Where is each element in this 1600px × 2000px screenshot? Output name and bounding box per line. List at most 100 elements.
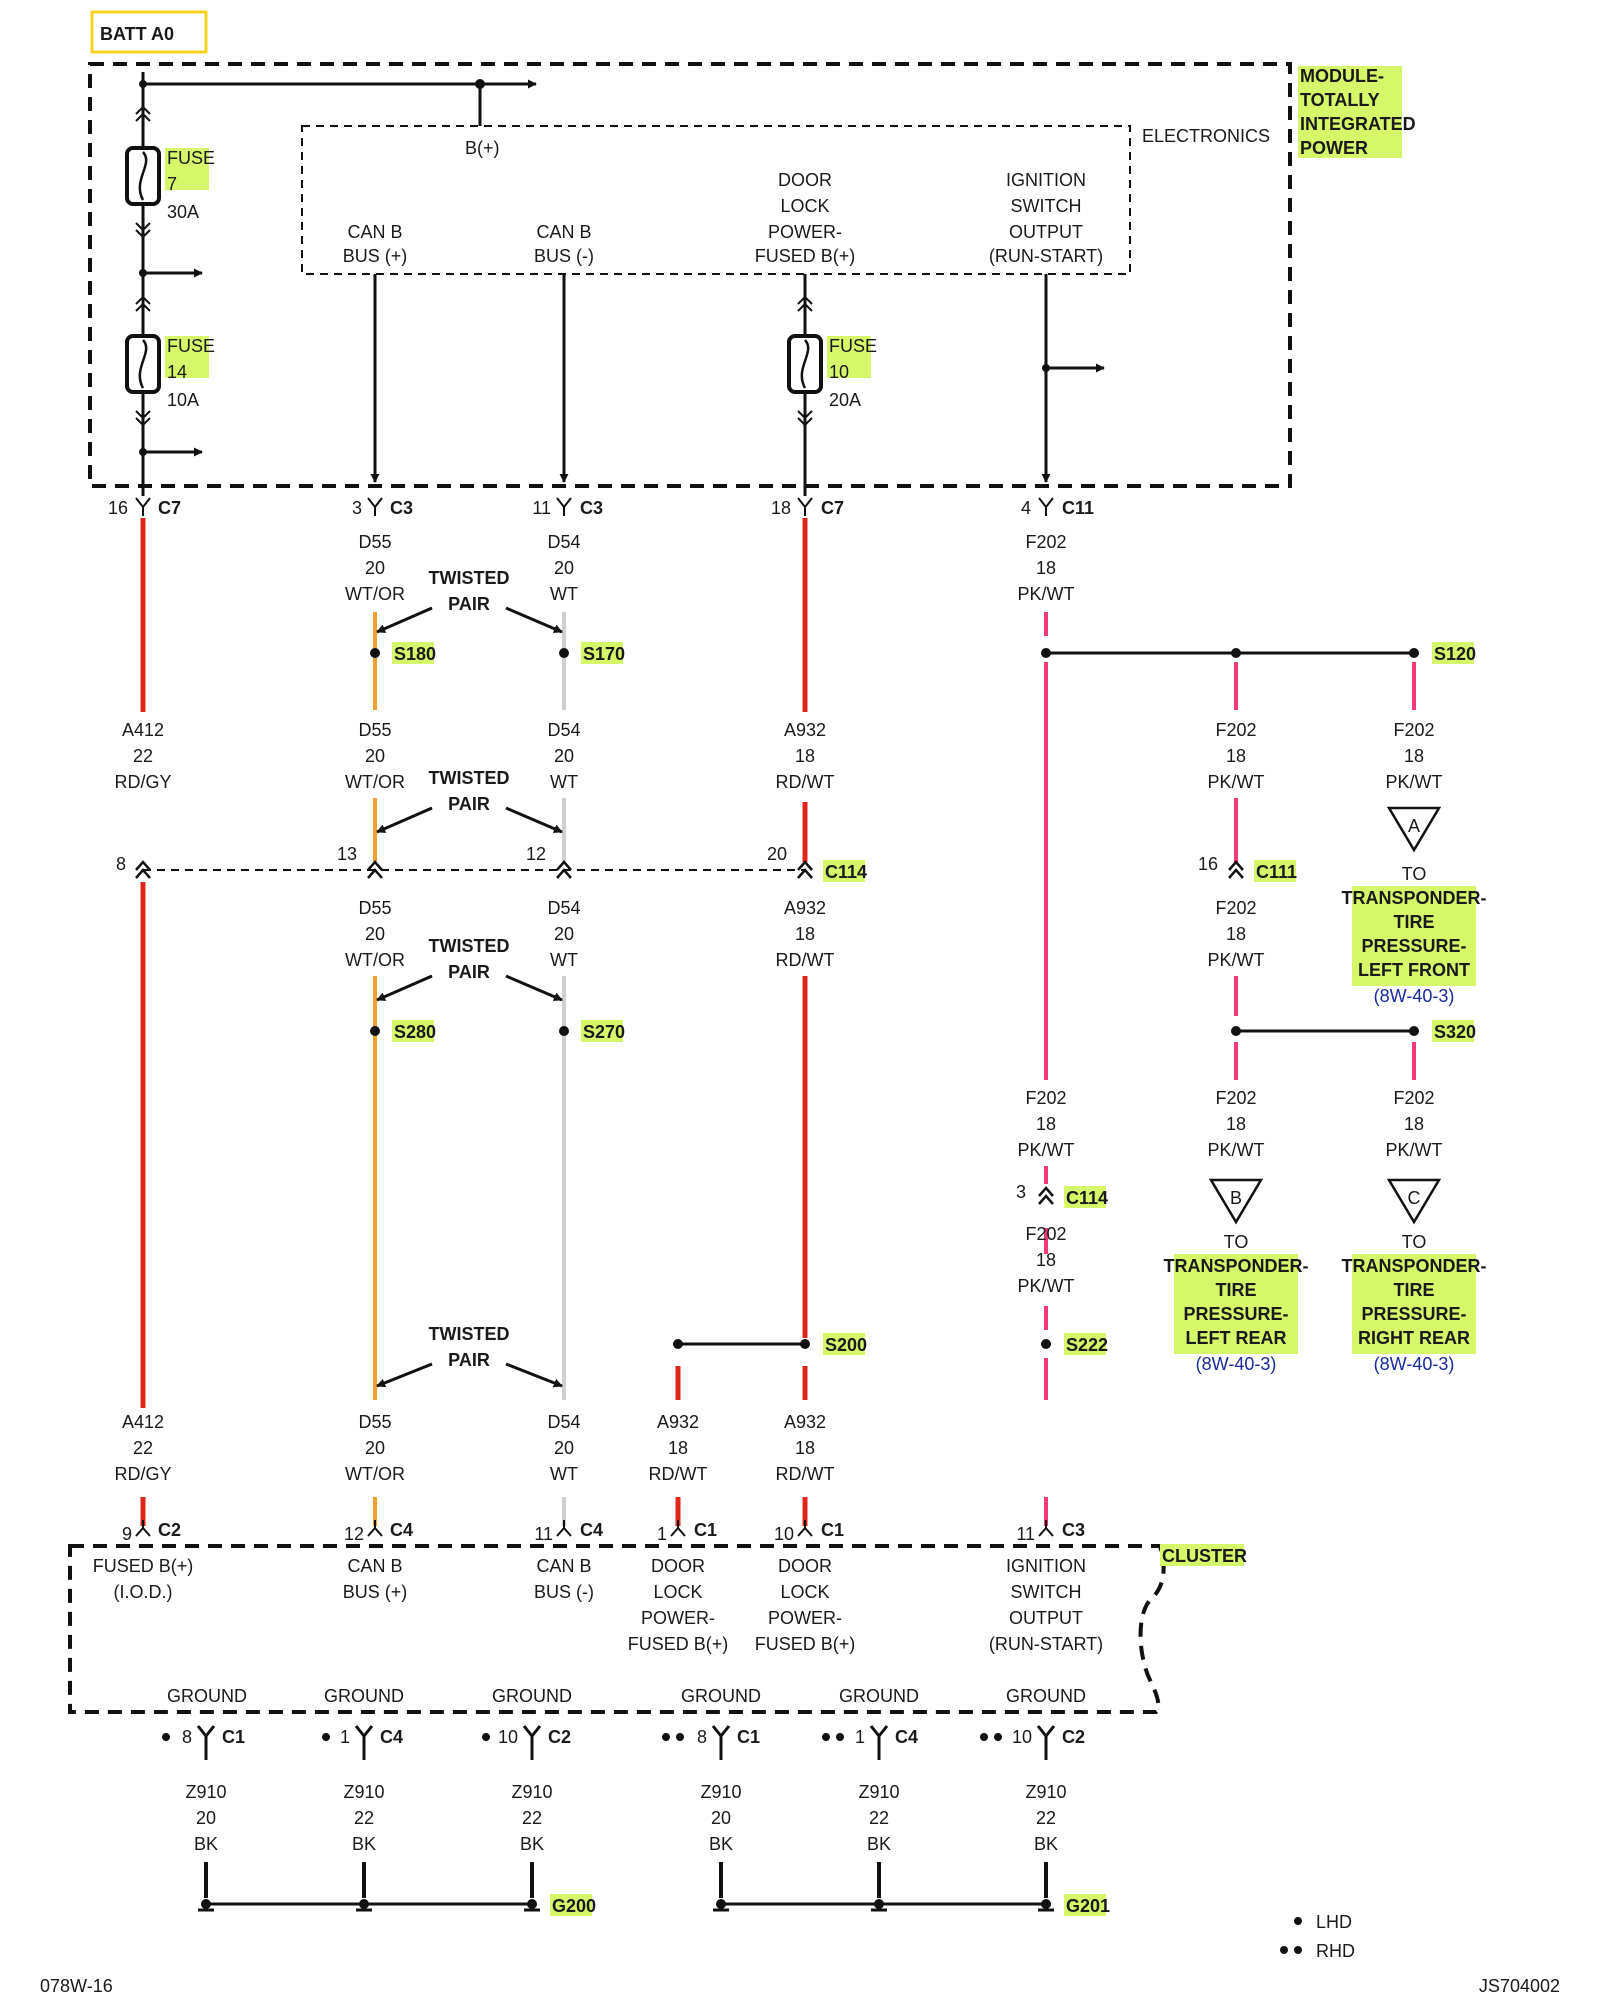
- splice-s120: S120: [1434, 644, 1476, 664]
- transponder-b-triangle: [1208, 1178, 1264, 1225]
- svg-text:C2: C2: [548, 1727, 571, 1747]
- cluster-canbm-2: BUS (-): [534, 1582, 594, 1602]
- module-label-2: TOTALLY: [1300, 90, 1380, 110]
- wire-d55b-2: 20: [365, 746, 385, 766]
- svg-text:C1: C1: [222, 1727, 245, 1747]
- svg-text:Z910: Z910: [343, 1782, 384, 1802]
- svg-text:Z910: Z910: [1025, 1782, 1066, 1802]
- ground-label-2: GROUND: [324, 1686, 404, 1706]
- svg-text:16: 16: [1198, 854, 1218, 874]
- wire-d55d-2: 20: [365, 1438, 385, 1458]
- splice-s222: S222: [1066, 1335, 1108, 1355]
- wire-a932c-2: 18: [668, 1438, 688, 1458]
- transponder-c-triangle: [1386, 1178, 1442, 1225]
- wire-d54d-2: 20: [554, 1438, 574, 1458]
- fuse7-name: FUSE: [167, 148, 215, 168]
- wire-f202e-2: 18: [1036, 1114, 1056, 1134]
- svg-text:8: 8: [116, 854, 126, 874]
- svg-text:8: 8: [182, 1727, 192, 1747]
- wire-d54c-3: WT: [550, 950, 578, 970]
- transponder-b-4: LEFT REAR: [1186, 1328, 1287, 1348]
- transponder-a-to: TO: [1402, 864, 1427, 884]
- svg-text:13: 13: [337, 844, 357, 864]
- fuse10-highlight: [827, 336, 871, 378]
- cluster-door1-1: DOOR: [651, 1556, 705, 1576]
- wire-a932d-1: A932: [784, 1412, 826, 1432]
- cluster-door2-3: POWER-: [768, 1608, 842, 1628]
- tipm-canbm-2: BUS (-): [534, 246, 594, 266]
- c111-hl: [1254, 860, 1296, 882]
- splice-s180-hl: [392, 642, 434, 664]
- transponder-b-to: TO: [1224, 1232, 1249, 1252]
- svg-text:C4: C4: [895, 1727, 918, 1747]
- bplus-label: B(+): [465, 138, 500, 158]
- module-label-4: POWER: [1300, 138, 1368, 158]
- top-connector-2: 3 C3: [352, 497, 413, 518]
- cluster-door1-2: LOCK: [653, 1582, 702, 1602]
- transponder-a-1: TRANSPONDER-: [1341, 888, 1486, 908]
- cluster-hl: [1160, 1544, 1244, 1566]
- svg-text:22: 22: [522, 1808, 542, 1828]
- transponder-a-letter: A: [1408, 816, 1420, 836]
- svg-text:C7: C7: [158, 498, 181, 518]
- wire-a932b-3: RD/WT: [776, 950, 835, 970]
- c114-pin-2: 13: [337, 844, 383, 879]
- ground-branch-1: 8 C1 Z910 20 BK: [162, 1725, 245, 1898]
- ground-label-5: GROUND: [839, 1686, 919, 1706]
- transponder-b-ref: (8W-40-3): [1196, 1354, 1277, 1374]
- svg-text:BK: BK: [194, 1834, 218, 1854]
- tipm-module-outline: [88, 62, 1292, 488]
- tipm-ign-3: OUTPUT: [1009, 222, 1083, 242]
- transponder-c-to: TO: [1402, 1232, 1427, 1252]
- ground-bus-g201: [713, 1899, 1054, 1912]
- module-label-highlight: [1298, 66, 1402, 158]
- fuse14-rating: 10A: [167, 390, 199, 410]
- ground-label-1: GROUND: [167, 1686, 247, 1706]
- c114b-pin: 3: [1016, 1182, 1054, 1205]
- fuse10-chevron-top: [797, 295, 813, 312]
- twisted-3-arrow-r: [505, 974, 563, 1002]
- wire-a412a-1: A412: [122, 720, 164, 740]
- svg-text:C4: C4: [390, 1520, 413, 1540]
- fuse14-name: FUSE: [167, 336, 215, 356]
- wire-f202f-3: PK/WT: [1208, 1140, 1265, 1160]
- transponder-c-1: TRANSPONDER-: [1341, 1256, 1486, 1276]
- svg-text:11: 11: [1016, 1524, 1035, 1544]
- cluster-ign-1: IGNITION: [1006, 1556, 1086, 1576]
- transponder-c-3: PRESSURE-: [1361, 1304, 1466, 1324]
- svg-text:C7: C7: [821, 498, 844, 518]
- tipm-door-1: DOOR: [778, 170, 832, 190]
- cluster-canbp-2: BUS (+): [343, 1582, 408, 1602]
- splice-s222-dot: [1041, 1339, 1051, 1349]
- svg-text:4: 4: [1021, 498, 1031, 518]
- cluster-canbm-1: CAN B: [536, 1556, 591, 1576]
- svg-text:Z910: Z910: [858, 1782, 899, 1802]
- transponder-c-ref: (8W-40-3): [1374, 1354, 1455, 1374]
- c111-label: C111: [1256, 862, 1297, 882]
- svg-text:1: 1: [340, 1727, 350, 1747]
- footer-right: JS704002: [1479, 1976, 1560, 1996]
- twisted-2-arrow-r: [505, 806, 563, 834]
- bot-connector-3: 11 C4: [534, 1520, 603, 1544]
- batt-box: [90, 10, 208, 54]
- top-connector-1: 16 C7: [108, 497, 181, 518]
- wire-f202g-2: 18: [1404, 1114, 1424, 1134]
- svg-text:C3: C3: [390, 498, 413, 518]
- svg-text:3: 3: [352, 498, 362, 518]
- transponder-b-3: PRESSURE-: [1183, 1304, 1288, 1324]
- fuse10-chevron-bot: [797, 410, 813, 427]
- svg-text:1: 1: [657, 1524, 667, 1544]
- wire-a412a-2: 22: [133, 746, 153, 766]
- svg-text:22: 22: [354, 1808, 374, 1828]
- svg-text:BK: BK: [352, 1834, 376, 1854]
- transponder-a-ref: (8W-40-3): [1374, 986, 1455, 1006]
- svg-text:22: 22: [1036, 1808, 1056, 1828]
- wire-f202a-3: PK/WT: [1018, 584, 1075, 604]
- wire-d54a-1: D54: [547, 532, 580, 552]
- twisted-1a: TWISTED: [429, 568, 510, 588]
- wire-d54c-1: D54: [547, 898, 580, 918]
- transponder-b-1: TRANSPONDER-: [1163, 1256, 1308, 1276]
- ground-branch-2: 1 C4 Z910 22 BK: [322, 1725, 403, 1898]
- svg-text:C4: C4: [380, 1727, 403, 1747]
